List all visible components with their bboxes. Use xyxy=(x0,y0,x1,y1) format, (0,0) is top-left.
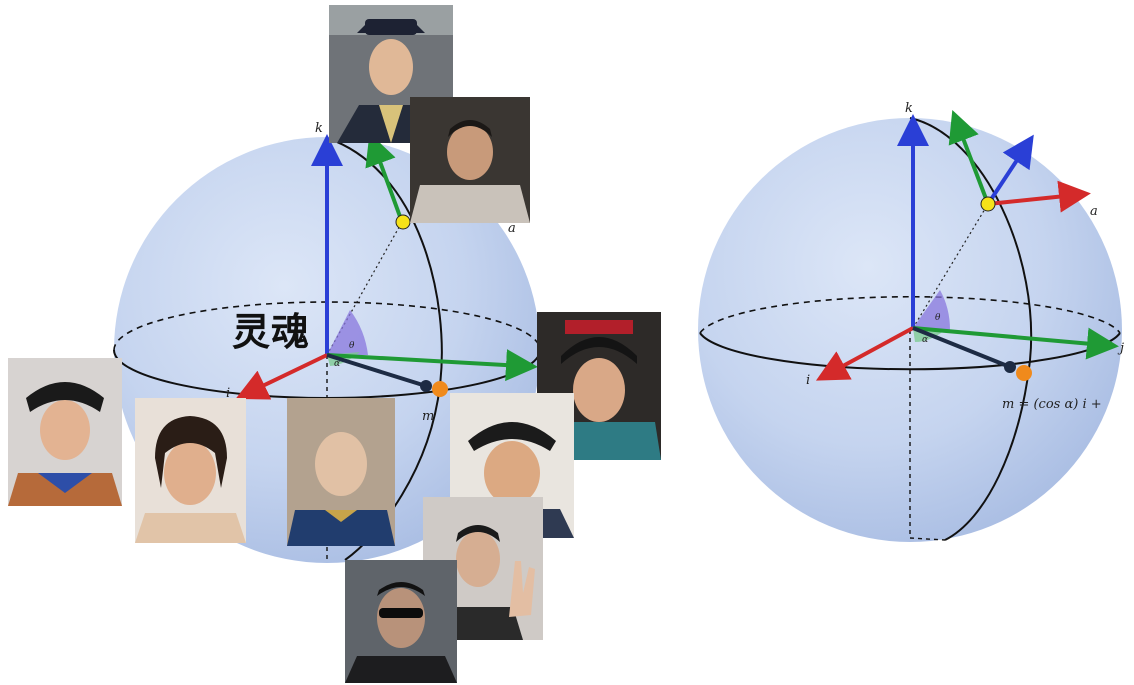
right-meridian-back xyxy=(909,330,946,541)
left-point-a xyxy=(395,214,411,230)
left-axis-i xyxy=(235,353,328,400)
left-label-alpha: α xyxy=(334,359,340,369)
right-line-to-a xyxy=(912,203,989,329)
photo-man-queue-blue-robe xyxy=(287,398,395,546)
right-point-a xyxy=(980,196,996,212)
photo-man-black-hat-blue-collar xyxy=(8,358,122,506)
right-angle-theta xyxy=(913,290,950,330)
left-axis-j xyxy=(326,349,538,382)
right-axis-i xyxy=(815,326,914,381)
right-label-i: i xyxy=(806,373,810,388)
right-local-green xyxy=(948,110,990,205)
right-equator-back xyxy=(699,295,1121,334)
right-label-a: a xyxy=(1090,204,1098,219)
right-sphere: k i j a θ α m = (cos α) i + xyxy=(698,101,1124,542)
left-label-theta: θ xyxy=(349,341,355,351)
photo-man-fedora xyxy=(329,5,453,143)
right-local-red xyxy=(987,180,1091,213)
photo-man-sunglasses xyxy=(345,560,457,683)
right-local-blue xyxy=(986,134,1034,206)
right-vector-m-tip xyxy=(1004,361,1016,373)
left-label-k: k xyxy=(315,121,323,136)
right-axis-j xyxy=(912,326,1119,360)
soul-label: 灵魂 xyxy=(232,310,311,354)
photo-man-long-hair xyxy=(135,398,246,543)
right-label-j: j xyxy=(1117,341,1124,356)
left-vector-m xyxy=(326,353,427,388)
left-label-a: a xyxy=(508,221,516,236)
left-local-green xyxy=(365,132,404,223)
left-angle-theta xyxy=(327,310,368,355)
right-label-alpha: α xyxy=(922,335,928,345)
left-vector-m-tip xyxy=(420,380,432,392)
left-label-i: i xyxy=(226,386,230,401)
right-formula: m = (cos α) i + xyxy=(1002,397,1102,412)
left-label-m: m xyxy=(422,409,434,424)
right-vector-m xyxy=(912,326,1011,369)
right-point-m xyxy=(1016,365,1032,381)
photo-man-qing-robe xyxy=(410,97,530,223)
right-label-theta: θ xyxy=(935,313,941,323)
left-point-m xyxy=(432,381,448,397)
right-label-k: k xyxy=(905,101,913,116)
